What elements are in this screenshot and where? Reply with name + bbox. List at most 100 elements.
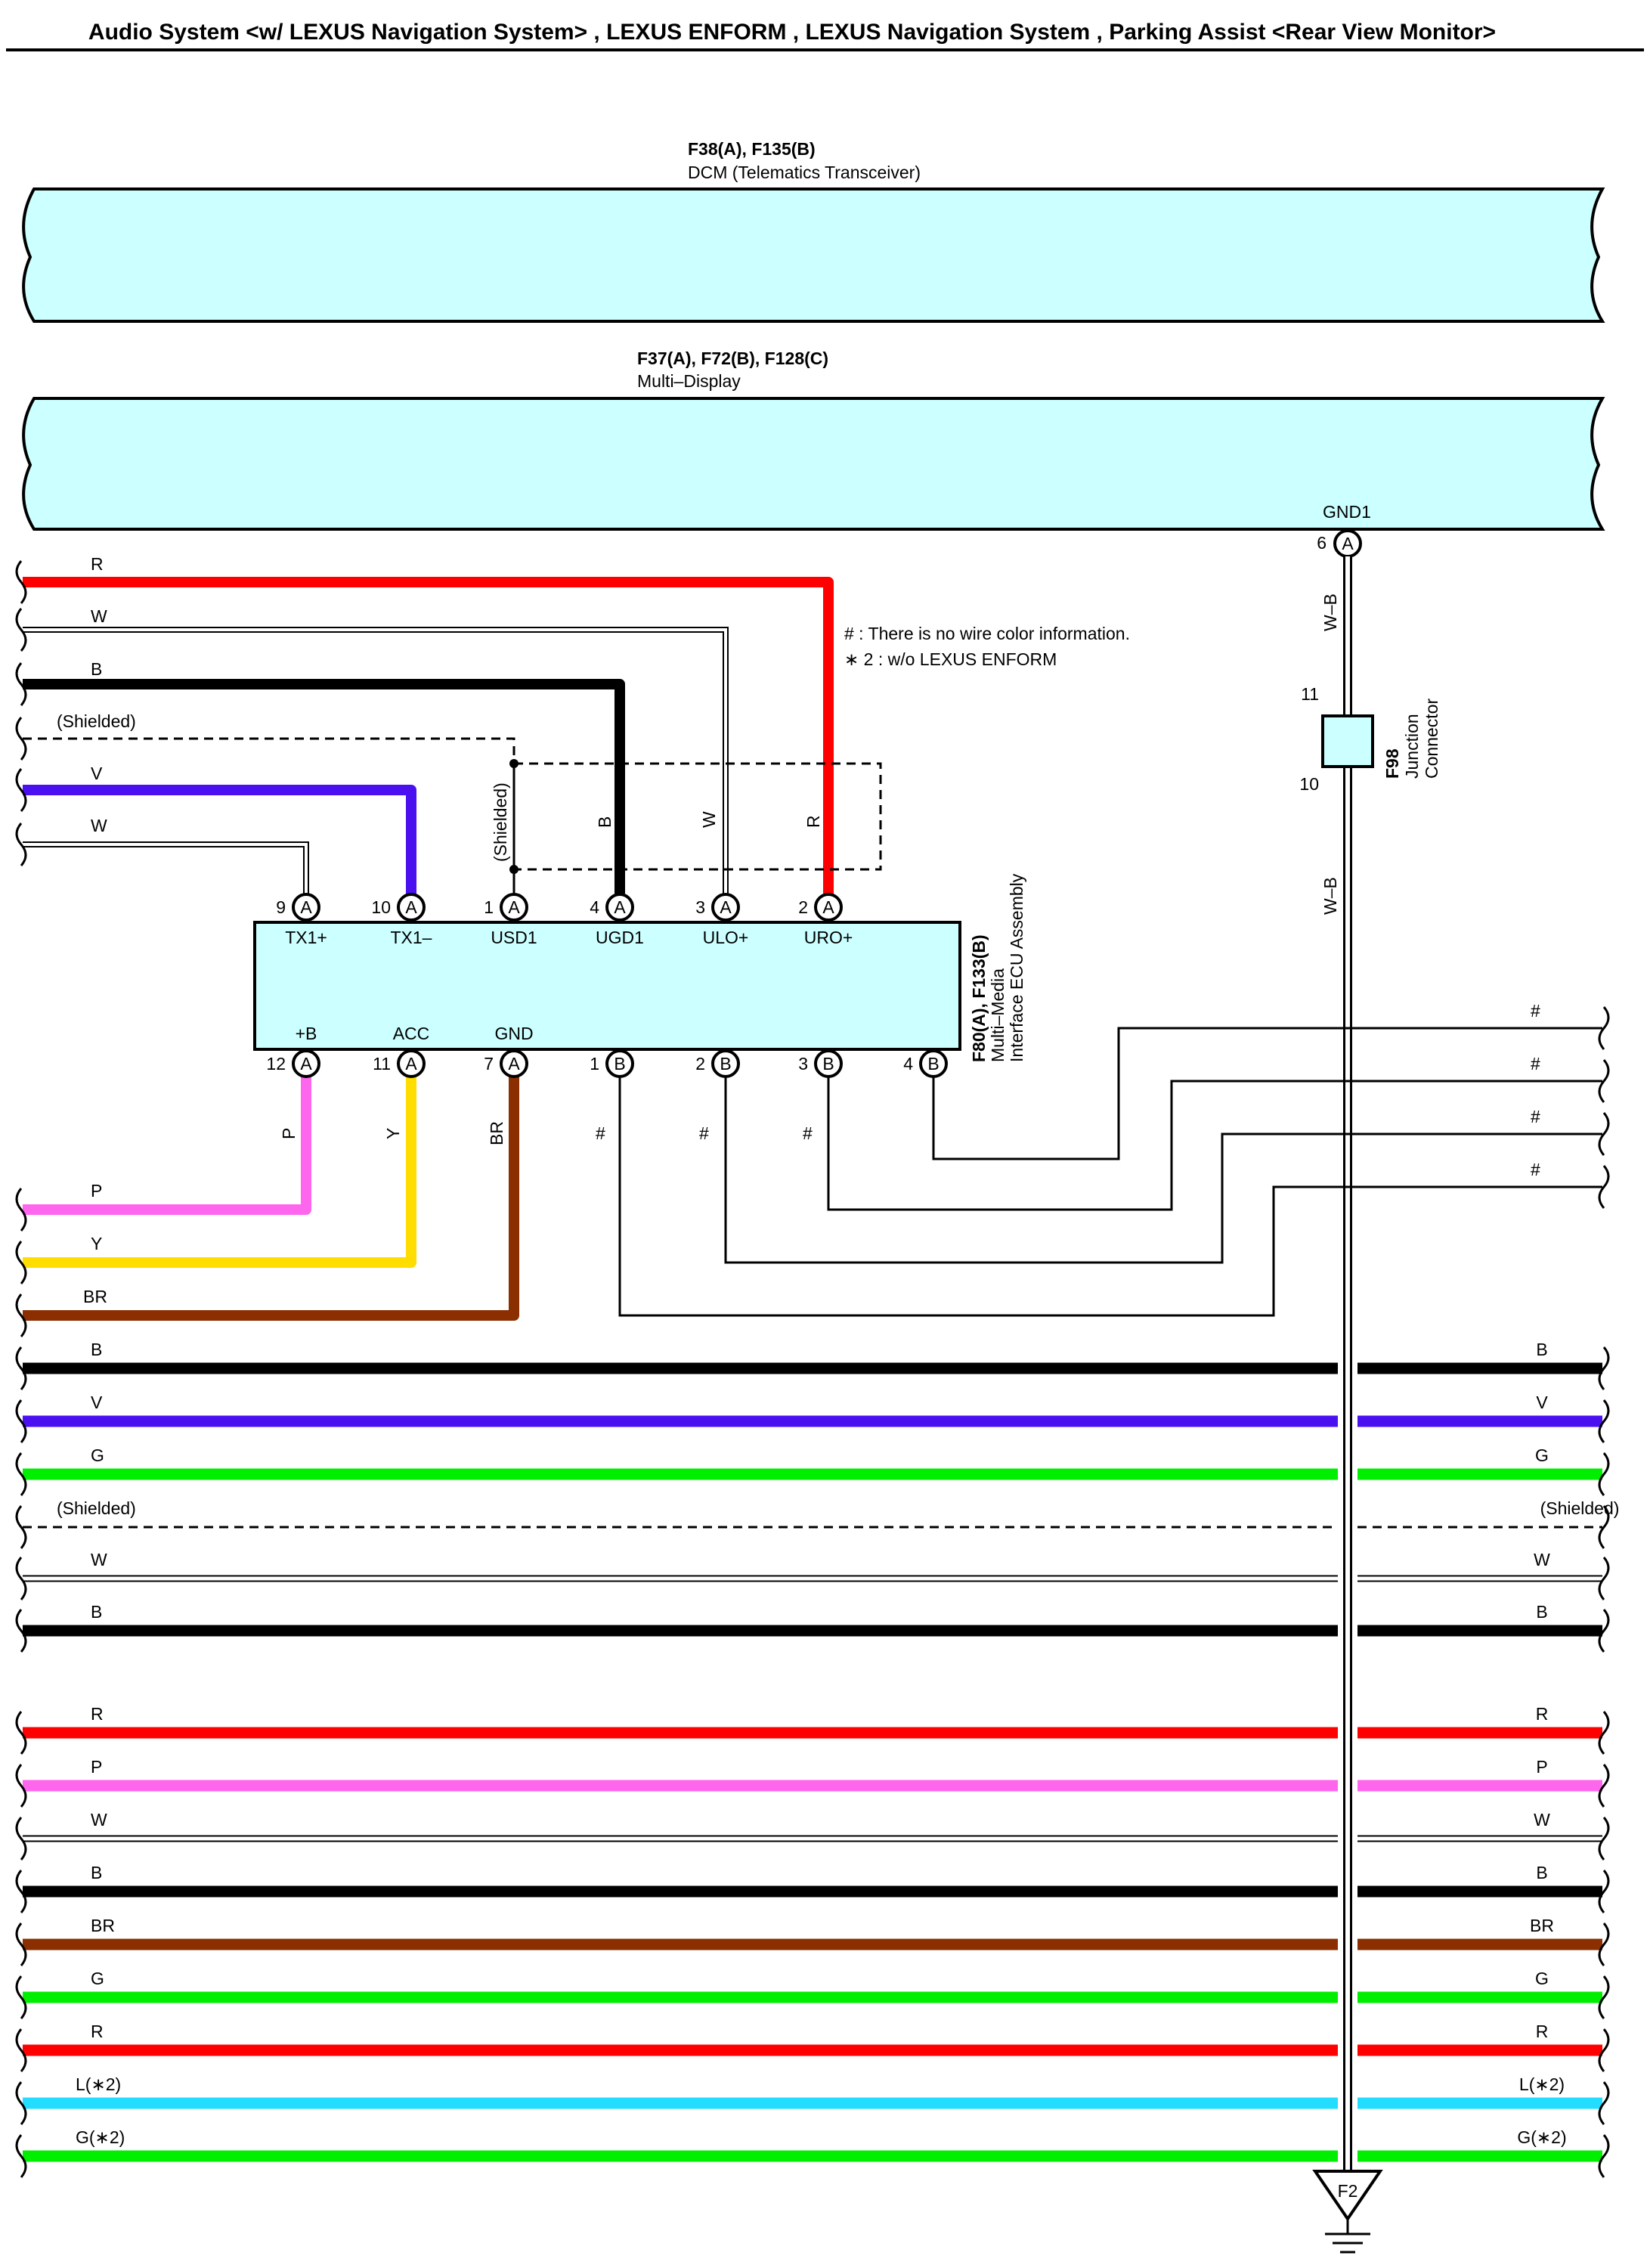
pin-name: URO+ <box>804 928 853 947</box>
wire-label-hash-1: # <box>596 1123 605 1143</box>
pin-connector-letter: B <box>822 1054 834 1074</box>
wire-break-mark <box>15 1452 27 1496</box>
wire-break-mark <box>15 1609 27 1653</box>
through-wire-label-right: W <box>1534 1810 1550 1830</box>
wire-r-uro <box>23 577 834 894</box>
wb-wire-label-upper: W–B <box>1320 593 1340 631</box>
pin-number: 2 <box>695 1054 705 1074</box>
wire-break-mark <box>15 1975 27 2019</box>
wire-hash-b1 <box>618 1074 1602 1317</box>
wire-hash-b4 <box>932 1027 1602 1160</box>
pin-connector-letter: B <box>720 1054 731 1074</box>
junction-name-line2: Connector <box>1422 699 1441 779</box>
wb-wire-label-lower: W–B <box>1320 877 1340 915</box>
multi-display-connector-code: F37(A), F72(B), F128(C) <box>637 349 828 368</box>
note-no-color-info: # : There is no wire color information. <box>844 624 1130 643</box>
left-wire-label-shielded: (Shielded) <box>57 711 136 731</box>
pin-b3: B 3 <box>798 1049 843 1078</box>
wire-break-mark <box>15 560 27 604</box>
through-wire-label-right: R <box>1536 2022 1549 2041</box>
wire-break-mark <box>15 823 27 866</box>
gnd1-terminal-label: GND1 <box>1323 502 1371 522</box>
through-wire-label-right: B <box>1536 1863 1547 1882</box>
pin-name: UGD1 <box>596 928 644 947</box>
through-wire-label-left: B <box>91 1602 102 1622</box>
left-wire-label-w2: W <box>91 816 107 835</box>
lower-left-label-br: BR <box>83 1287 107 1306</box>
pin-name: GND <box>494 1024 533 1043</box>
through-wire-label-left: B <box>91 1340 102 1359</box>
wire-break-mark <box>15 2134 27 2178</box>
wire-break-mark <box>1598 2081 1610 2125</box>
wire-break-mark <box>15 1505 27 1549</box>
pin-name: ACC <box>393 1024 430 1043</box>
pin-name: TX1+ <box>285 928 327 947</box>
ecu-name-line1: Multi–Media <box>988 968 1008 1062</box>
lower-left-label-y: Y <box>91 1234 102 1253</box>
wire-label-hash-2: # <box>699 1123 709 1143</box>
junction-connector-f98: 11 10 F98 Junction Connector <box>1299 684 1441 794</box>
wire-label-hash-3: # <box>803 1123 813 1143</box>
through-wire-label-left: R <box>91 2022 104 2041</box>
pin-number: 12 <box>266 1054 286 1074</box>
pin-connector-letter: A <box>720 897 732 917</box>
through-wire-label-left: G(∗2) <box>76 2127 125 2147</box>
wire-break-mark <box>1598 1399 1610 1443</box>
wire-break-mark <box>15 1557 27 1600</box>
wire-p-plusb <box>23 1074 311 1215</box>
through-wire-label-left: (Shielded) <box>57 1498 136 1518</box>
pin-number: 1 <box>590 1054 599 1074</box>
wire-break-mark <box>1598 1817 1610 1861</box>
junction-pin-top: 11 <box>1301 684 1319 704</box>
wire-break-mark <box>15 768 27 812</box>
wire-break-mark <box>15 662 27 706</box>
left-wire-label-b: B <box>91 659 102 679</box>
wire-break-mark <box>1598 1346 1610 1390</box>
pin-gnd: GND A 7 <box>484 1024 534 1078</box>
pin-number: 4 <box>903 1054 913 1074</box>
pin-connector-letter: B <box>614 1054 625 1074</box>
pin-circle <box>711 1049 740 1078</box>
pin-name: TX1– <box>391 928 432 947</box>
wire-label-y-vertical: Y <box>383 1128 403 1139</box>
junction-pin-bottom: 10 <box>1299 774 1319 794</box>
wire-hash-b3 <box>827 1074 1602 1211</box>
wire-break-mark <box>1598 1557 1610 1600</box>
through-wire: L(∗2) L(∗2) <box>23 2074 1602 2109</box>
ground-wire: W–B W–B <box>1320 556 1352 2170</box>
through-wire-label-right: G <box>1535 1969 1549 1988</box>
right-hash-label-4: # <box>1531 1160 1540 1179</box>
through-wire-label-right: L(∗2) <box>1519 2074 1565 2094</box>
pin-circle <box>605 893 634 922</box>
ecu-name-line2: Interface ECU Assembly <box>1007 873 1026 1062</box>
through-wire-label-right: W <box>1534 1550 1550 1569</box>
through-wire-label-right: B <box>1536 1340 1547 1359</box>
wire-break-mark <box>15 2081 27 2125</box>
pin-connector-letter: A <box>300 1054 312 1074</box>
wire-br-gnd <box>23 1074 519 1321</box>
right-hash-label-3: # <box>1531 1107 1540 1126</box>
through-wire-label-left: L(∗2) <box>76 2074 121 2094</box>
right-hash-label-1: # <box>1531 1001 1540 1021</box>
through-wire-label-left: G <box>91 1969 104 1988</box>
through-wire-label-left: W <box>91 1550 107 1569</box>
wire-break-mark <box>15 1817 27 1861</box>
pin-connector-letter: A <box>508 897 520 917</box>
wire-break-mark <box>1598 1112 1610 1156</box>
through-wire-label-left: P <box>91 1757 102 1777</box>
through-wire-label-left: B <box>91 1863 102 1882</box>
pin-number: 10 <box>371 897 391 917</box>
pin-number: 7 <box>484 1054 494 1074</box>
wire-b-ugd1 <box>23 679 625 894</box>
right-hash-label-2: # <box>1531 1054 1540 1074</box>
pin-circle <box>292 1049 320 1078</box>
junction-box <box>1321 714 1374 768</box>
wire-break-mark <box>1598 1975 1610 2019</box>
